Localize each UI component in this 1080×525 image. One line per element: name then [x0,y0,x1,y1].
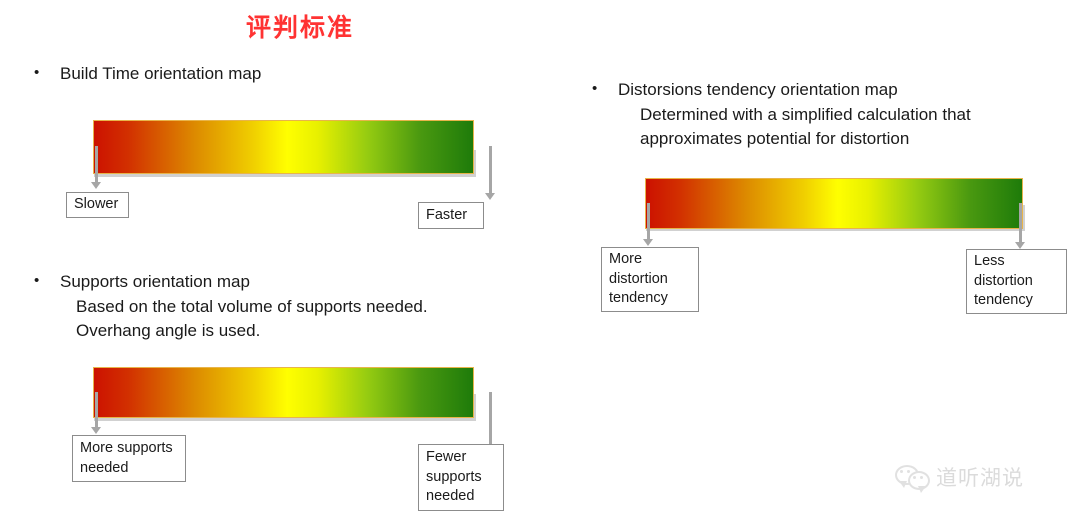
callout-fewer-supports-line-1: Fewer [426,449,467,466]
callout-less-distortion-line-2: distortion [974,272,1033,289]
arrow-head-distortions-left [643,239,653,246]
callout-faster-text: Faster [426,206,468,223]
callout-faster: Faster [418,202,484,229]
arrow-line-distortions-right [1019,203,1022,243]
arrow-line-build-time-right [489,146,492,194]
watermark-text: 道听湖说 [936,466,1024,490]
bullet-subline-distortions-1: Determined with a simplified calculation… [640,104,971,124]
callout-more-distortion-line-1: More [609,251,643,268]
bullet-heading-supports: Supports orientation map [60,272,250,291]
bullet-block-build-time: • Build Time orientation map [34,62,554,87]
callout-less-distortion: Less distortion tendency [966,249,1067,314]
arrow-line-build-time-left [95,146,98,183]
bullet-block-supports: • Supports orientation map Based on the … [34,270,554,344]
bullet-subline-supports-1: Based on the total volume of supports ne… [76,296,428,316]
callout-more-supports: More supports needed [72,435,186,482]
callout-slower: Slower [66,192,129,218]
bullet-subline-distortions-2: approximates potential for distortion [640,129,910,149]
arrow-line-supports-right [489,392,492,446]
arrow-head-supports-left [91,427,101,434]
callout-fewer-supports: Fewer supports needed [418,444,504,511]
callout-more-supports-line-1: More supports [80,439,173,456]
callout-less-distortion-line-3: tendency [974,292,1033,309]
bullet-subline-supports-2: Overhang angle is used. [76,321,261,341]
bullet-heading-distortions: Distorsions tendency orientation map [618,80,898,99]
page-title: 评判标准 [245,13,354,42]
arrow-head-build-time-right [485,193,495,200]
callout-more-distortion-line-2: distortion [609,270,668,287]
bullet-marker-icon-2: • [34,272,40,289]
watermark: 道听湖说 [895,462,1024,493]
callout-fewer-supports-line-2: supports [426,468,482,485]
callout-more-supports-line-2: needed [80,459,129,476]
gradient-bar-distortions [645,178,1023,229]
arrow-line-distortions-left [647,203,650,240]
bullet-marker-icon: • [34,64,40,81]
callout-less-distortion-line-1: Less [974,253,1005,270]
arrow-line-supports-left [95,392,98,428]
arrow-head-distortions-right [1015,242,1025,249]
bullet-heading-build-time: Build Time orientation map [60,64,262,83]
callout-more-distortion: More distortion tendency [601,247,699,312]
arrow-head-build-time-left [91,182,101,189]
callout-fewer-supports-line-3: needed [426,488,475,505]
gradient-bar-supports [93,367,474,418]
callout-slower-text: Slower [74,196,119,213]
callout-more-distortion-line-3: tendency [609,290,668,307]
gradient-bar-build-time [93,120,474,174]
bullet-marker-icon-3: • [592,80,598,97]
wechat-icon [895,464,930,493]
bullet-block-distortions: • Distorsions tendency orientation map D… [592,78,1062,152]
